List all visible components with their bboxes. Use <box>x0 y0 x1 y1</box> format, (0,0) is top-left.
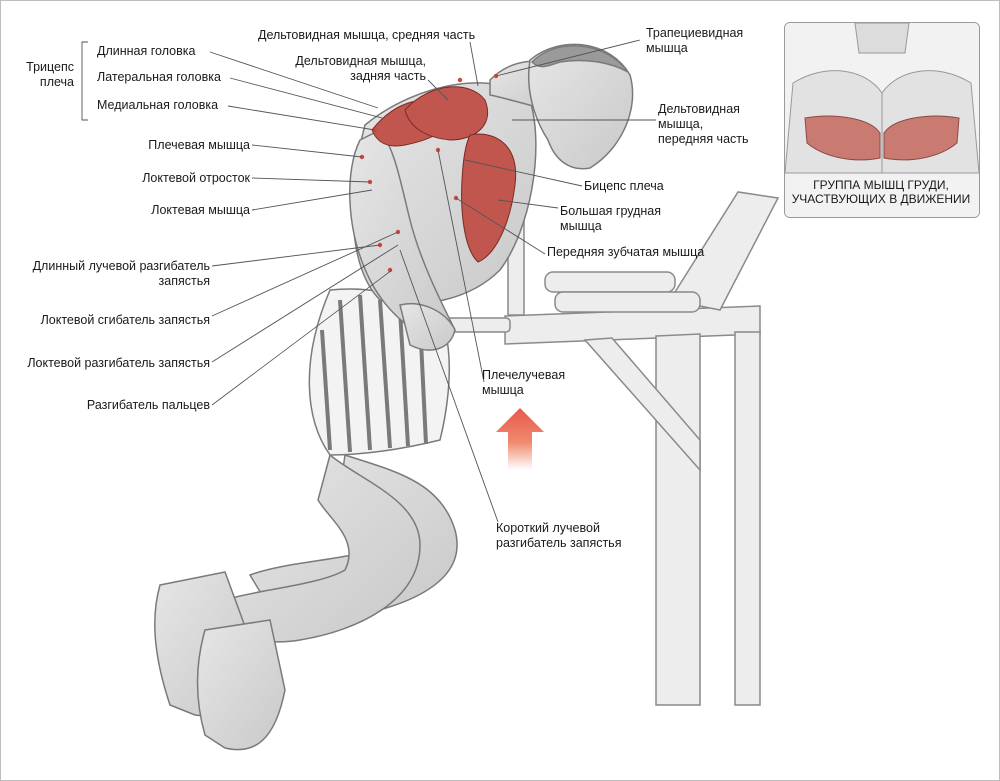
label-fcu: Локтевой сгибатель запястья <box>40 313 210 327</box>
station-brace <box>583 337 701 472</box>
label-ecu: Локтевой разгибатель запястья <box>27 356 210 370</box>
highlighted-muscles <box>371 86 517 263</box>
label-biceps: Бицепс плеча <box>584 179 664 193</box>
movement-arrow <box>496 408 544 470</box>
leader-lines <box>81 39 656 523</box>
shorts-stripes <box>320 294 428 453</box>
label-olecranon: Локтевой отросток <box>142 171 250 185</box>
label-brachioradialis: Плечелучевая мышца <box>482 368 566 397</box>
label-brachialis: Плечевая мышца <box>148 138 250 152</box>
muscle-deltoid <box>404 86 488 141</box>
label-medial-head: Медиальная головка <box>97 98 219 112</box>
chest-inset-illustration <box>785 23 979 217</box>
station-back-pad <box>668 191 780 311</box>
muscle-pec-major <box>461 133 517 263</box>
label-triceps-group: Трицепс плеча <box>26 60 74 89</box>
station-rear-leg <box>734 331 761 706</box>
label-lateral-head: Латеральная головка <box>97 70 221 84</box>
athlete-head <box>527 43 634 170</box>
athlete-hair <box>530 45 629 73</box>
label-pec-major: Большая грудная мышца <box>560 204 662 233</box>
label-ecrl: Длинный лучевой разгибатель запястья <box>32 259 210 288</box>
inset-caption: ГРУППА МЫШЦ ГРУДИ, УЧАСТВУЮЩИХ В ДВИЖЕНИ… <box>791 178 971 206</box>
label-serratus: Передняя зубчатая мышца <box>547 245 705 259</box>
station-front-leg <box>655 333 701 706</box>
label-deltoid-front: Дельтовидная мышца, передняя часть <box>658 102 749 146</box>
label-ecrb: Короткий лучевой разгибатель запястья <box>496 521 622 550</box>
label-trapezius: Трапециевидная мышца <box>646 26 744 55</box>
chest-muscles-inset <box>784 22 980 218</box>
label-extensor-digitorum: Разгибатель пальцев <box>86 398 210 412</box>
station-seat-pad-2 <box>554 291 701 313</box>
label-deltoid-middle: Дельтовидная мышца, средняя часть <box>258 28 476 42</box>
athlete-shoe-2 <box>196 619 286 751</box>
station-seat-pad-1 <box>544 271 676 293</box>
label-long-head: Длинная головка <box>97 44 196 58</box>
label-anconeus: Локтевая мышца <box>151 203 250 217</box>
label-deltoid-rear: Дельтовидная мышца, задняя часть <box>295 54 426 83</box>
